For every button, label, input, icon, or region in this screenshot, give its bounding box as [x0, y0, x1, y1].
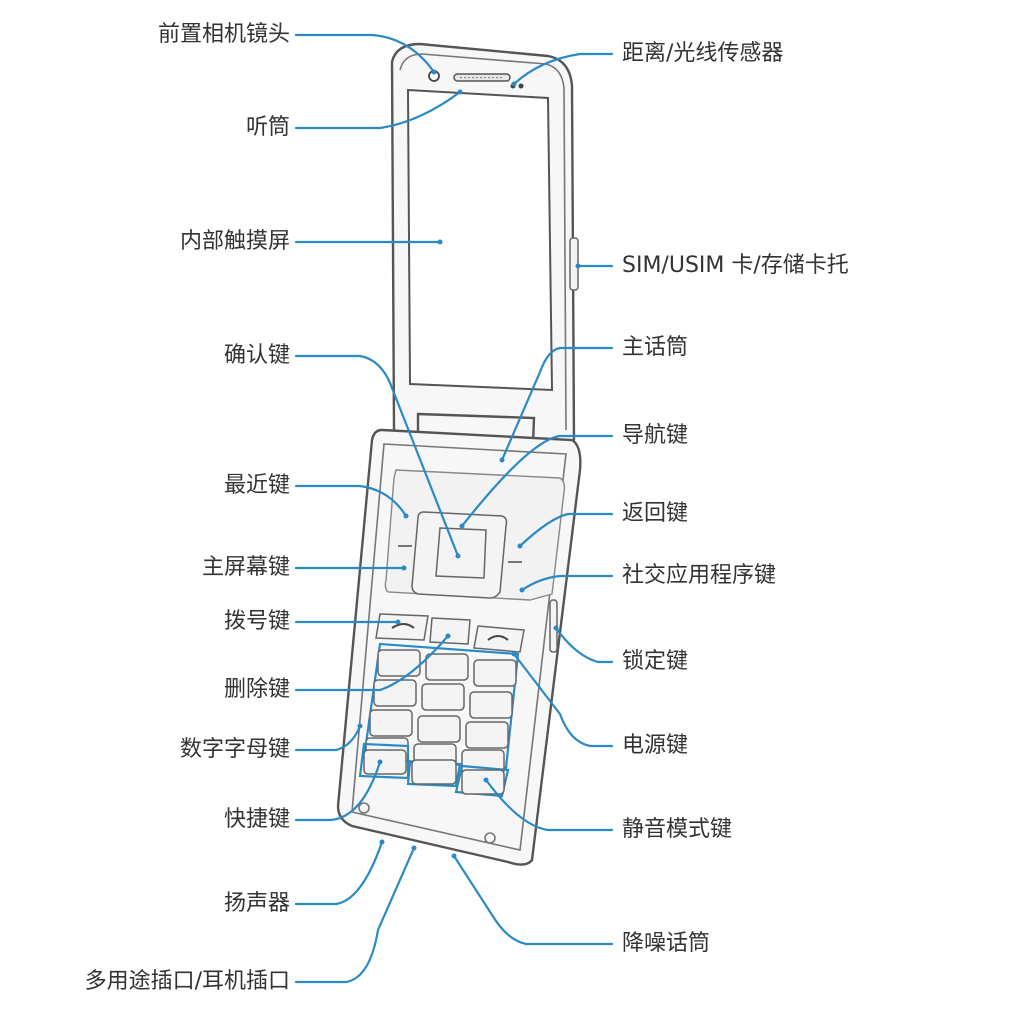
label-ok-key: 确认键: [223, 343, 290, 368]
shortcut-key: [363, 749, 407, 775]
label-dial-key: 拨号键: [223, 609, 290, 634]
delete-key-button: [429, 617, 471, 645]
silent-mode-key: [461, 769, 505, 795]
label-back-key: 返回键: [622, 501, 689, 526]
label-lock-key: 锁定键: [622, 649, 689, 674]
label-main-mic: 主话筒: [622, 335, 689, 360]
power-key-button: [473, 625, 525, 653]
label-recent-key: 最近键: [223, 473, 290, 498]
label-power-key: 电源键: [622, 733, 689, 758]
line-social-key: [520, 574, 614, 592]
label-proximity-sensor: 距离/光线传感器: [622, 41, 784, 66]
label-multipurpose-jack: 多用途插口/耳机插口: [84, 969, 290, 994]
ok-key: [435, 527, 487, 579]
label-silent-mode-key: 静音模式键: [622, 817, 733, 842]
line-shortcut-key: [294, 760, 382, 822]
label-front-camera: 前置相机镜头: [157, 22, 290, 47]
label-home-key: 主屏幕键: [201, 555, 290, 580]
label-inner-touchscreen: 内部触摸屏: [179, 229, 290, 254]
line-speaker: [294, 840, 384, 906]
label-alphanumeric-keys: 数字字母键: [179, 737, 290, 762]
line-alphanumeric: [294, 724, 362, 752]
line-earpiece: [294, 90, 462, 130]
label-delete-key: 删除键: [223, 677, 290, 702]
label-earpiece: 听筒: [245, 115, 290, 140]
line-main-mic: [500, 346, 614, 462]
line-lock-key: [554, 626, 614, 664]
label-shortcut-key: 快捷键: [223, 807, 290, 832]
line-power-key: [512, 652, 614, 748]
line-silent-mode: [484, 778, 614, 832]
line-front-camera: [294, 33, 436, 74]
line-proximity-sensor: [512, 52, 614, 86]
line-noise-mic: [452, 854, 614, 946]
line-back-key: [518, 512, 614, 548]
line-recent-key: [294, 484, 408, 518]
line-nav-key: [460, 434, 614, 528]
label-social-app-key: 社交应用程序键: [622, 563, 777, 588]
line-delete-key: [294, 634, 450, 692]
label-speaker: 扬声器: [223, 891, 290, 916]
line-ok-key: [294, 354, 460, 558]
line-multipurpose-jack: [294, 846, 416, 984]
label-nav-key: 导航键: [622, 423, 689, 448]
leader-lines: [294, 33, 614, 984]
label-noise-mic: 降噪话筒: [622, 931, 711, 956]
inner-screen: [406, 88, 554, 392]
dial-key: [375, 613, 429, 641]
label-sim-tray: SIM/USIM 卡/存储卡托: [622, 253, 849, 278]
